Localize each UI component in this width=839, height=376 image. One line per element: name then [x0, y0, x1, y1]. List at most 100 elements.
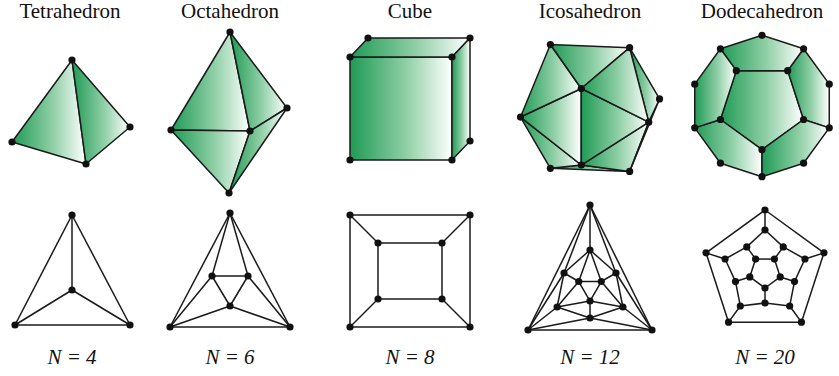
dodecahedron-vertex: [733, 67, 740, 74]
icosahedron-vertex: [578, 85, 585, 92]
dodecahedron-vertex: [717, 116, 724, 123]
dodecahedron-graph-edge: [736, 282, 741, 306]
dodecahedron-graph-vertex: [798, 319, 805, 326]
dodecahedron-graph-vertex: [780, 243, 787, 250]
dodecahedron-graph-edge: [729, 321, 802, 323]
tetrahedron-vertex: [8, 138, 15, 145]
icosahedron-graph-edge: [528, 273, 564, 330]
vertex-dots: [8, 28, 832, 333]
octahedron-graph-vertex: [226, 302, 233, 309]
tetrahedron-graph-edge: [72, 215, 130, 325]
octahedron-face: [229, 108, 287, 193]
icosahedron-graph-vertex: [586, 246, 593, 253]
octahedron-graph-edge: [212, 213, 230, 276]
icosahedron-graph-vertex: [598, 278, 605, 285]
cube-face: [350, 57, 452, 160]
vertex-count: N = 12: [560, 346, 620, 369]
octahedron-graph-vertex: [166, 323, 173, 330]
tetrahedron-vertex: [82, 160, 89, 167]
icosahedron-face: [581, 48, 648, 122]
cube-vertex: [466, 137, 473, 144]
dodecahedron-vertex: [800, 160, 807, 167]
icosahedron-graph-vertex: [586, 201, 593, 208]
cube-graph-edge: [378, 242, 442, 244]
dodecahedron-graph-vertex: [791, 278, 798, 285]
dodecahedron-graph-vertex: [820, 249, 827, 256]
icosahedron-vertex: [517, 113, 524, 120]
dodecahedron-vertex: [691, 81, 698, 88]
icosahedron-graph-edge: [528, 318, 590, 330]
octahedron-graph-edge: [248, 276, 290, 327]
dodecahedron-graph-edge: [706, 210, 765, 253]
tetrahedron-vertex: [68, 56, 75, 63]
octahedron-graph-vertex: [286, 323, 293, 330]
dodecahedron-graph-vertex: [761, 284, 768, 291]
tetrahedron-vertex: [126, 123, 133, 130]
cube-graph-vertex: [374, 295, 381, 302]
octahedron-graph-vertex: [226, 209, 233, 216]
tetrahedron-graph-edge: [72, 290, 130, 325]
octahedron-face: [171, 130, 250, 193]
dodecahedron-graph-edge: [765, 210, 824, 253]
icosahedron-graph-vertex: [575, 278, 582, 285]
dodecahedron-vertex: [800, 45, 807, 52]
icosahedron-vertex: [578, 161, 585, 168]
cube-graph-vertex: [438, 239, 445, 246]
dodecahedron-graph-vertex: [771, 255, 778, 262]
cube-graph-vertex: [346, 323, 353, 330]
dodecahedron-face: [695, 120, 762, 177]
cube-graph-edge: [442, 299, 470, 327]
vertex-count: N = 20: [735, 346, 795, 369]
dodecahedron-vertex: [691, 124, 698, 131]
icosahedron-graph-vertex: [586, 297, 593, 304]
vertex-count: N = 4: [47, 346, 96, 369]
dodecahedron-graph-edge: [790, 282, 795, 306]
dodecahedron-graph-edge: [765, 303, 790, 306]
icosahedron-vertex: [547, 165, 554, 172]
cube-graph-vertex: [346, 211, 353, 218]
cube-vertex: [466, 34, 473, 41]
icosahedron-vertex: [626, 44, 633, 51]
dodecahedron-graph-vertex: [721, 255, 728, 262]
tetrahedron-graph-vertex: [68, 211, 75, 218]
cube-graph-edge: [349, 215, 351, 327]
dodecahedron-graph-vertex: [746, 273, 753, 280]
dodecahedron-face: [762, 120, 829, 177]
icosahedron-graph-edge: [590, 250, 601, 282]
solid-faces: [12, 32, 829, 193]
dodecahedron-graph-edge: [794, 259, 804, 282]
vertex-count: N = 6: [205, 346, 254, 369]
icosahedron-vertex: [547, 41, 554, 48]
tetrahedron-graph-edge: [71, 215, 73, 290]
octahedron-graph-edge: [212, 276, 230, 306]
octahedron-graph-edge: [170, 276, 212, 327]
cube-graph-edge: [350, 214, 470, 216]
cube-vertex: [364, 34, 371, 41]
cube-graph-edge: [377, 243, 379, 299]
dodecahedron-graph-vertex: [786, 302, 793, 309]
dodecahedron-graph-vertex: [777, 273, 784, 280]
octahedron-graph-edge: [170, 326, 290, 328]
icosahedron-graph-edge: [557, 307, 590, 318]
icosahedron-graph-edge: [528, 329, 652, 331]
icosahedron-graph-edge: [528, 205, 590, 330]
dodecahedron-graph-vertex: [732, 278, 739, 285]
dodecahedron-graph-edge: [765, 230, 783, 247]
icosahedron-graph-edge: [590, 307, 623, 318]
dodecahedron-face: [695, 49, 737, 128]
vertex-count: N = 8: [385, 346, 434, 369]
icosahedron-graph-vertex: [586, 314, 593, 321]
solid-name: Icosahedron: [539, 0, 642, 23]
dodecahedron-graph-edge: [747, 230, 765, 247]
dodecahedron-graph-edge: [706, 253, 729, 322]
dodecahedron-graph-vertex: [725, 319, 732, 326]
icosahedron-graph-vertex: [524, 326, 531, 333]
tetrahedron-graph-edge: [15, 215, 72, 325]
dodecahedron-vertex: [784, 67, 791, 74]
dodecahedron-graph-vertex: [743, 243, 750, 250]
cube-graph-edge: [350, 215, 378, 243]
cube-graph-vertex: [438, 295, 445, 302]
dodecahedron-graph-vertex: [761, 226, 768, 233]
icosahedron-graph-edge: [579, 250, 590, 282]
